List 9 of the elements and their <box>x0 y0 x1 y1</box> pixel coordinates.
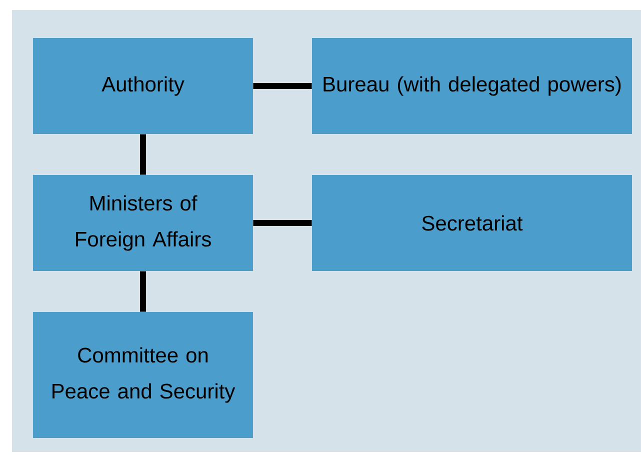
box: Ministers of Foreign Affairs <box>33 175 253 271</box>
connector-line <box>140 134 146 175</box>
box: Secretariat <box>312 175 632 271</box>
box: Committee on Peace and Security <box>33 312 253 438</box>
connector-line <box>140 271 146 312</box>
box: Bureau (with delegated powers) <box>312 38 632 134</box>
box: Authority <box>33 38 253 134</box>
connector-line <box>253 83 312 89</box>
connector-line <box>253 220 312 226</box>
